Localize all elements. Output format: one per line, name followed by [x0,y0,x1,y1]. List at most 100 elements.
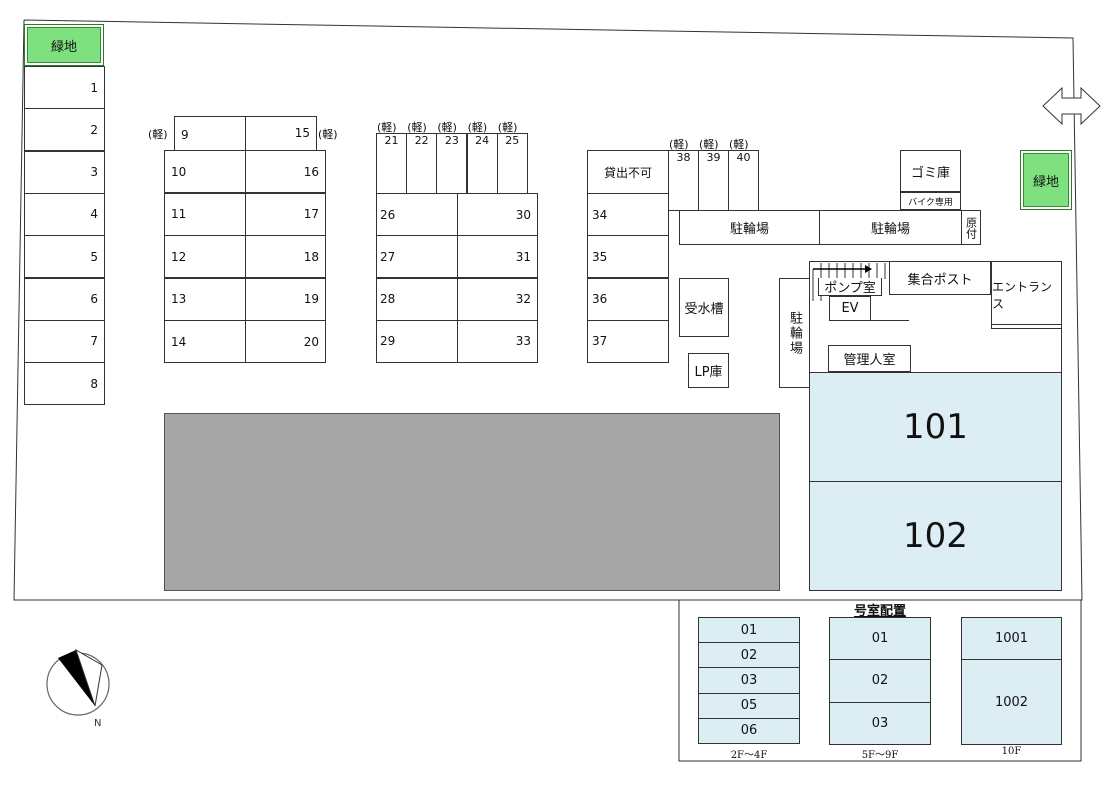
kei-label: (軽) [699,138,719,151]
space-number: 11 [171,207,187,221]
no-lending-space: 貸出不可 [587,150,669,194]
bicycle-parking-vertical: 駐輪場 [779,278,810,388]
legend-room-01: 01 [829,617,931,661]
bike-label: 駐輪場 [870,222,910,237]
space-number: 40 [736,151,751,164]
legend-room-03: 03 [698,667,800,694]
parking-space-33: 33 [457,319,538,363]
mailbox-label: 集合ポスト [907,272,973,288]
water-tank: 受水槽 [679,278,729,337]
room-number: 05 [740,698,758,714]
moped-parking: 原付 [961,210,981,245]
kei-label: (軽) [497,121,518,134]
room-number: 02 [871,673,889,689]
parking-space-10: 10 [164,150,246,193]
kei-label: (軽) [437,121,457,134]
parking-space-9: 9 [174,116,246,151]
room-number: 01 [740,622,758,638]
parking-space-37: 37 [587,319,669,363]
building-footprint [164,413,780,591]
elevator: EV [829,296,871,321]
space-number: 17 [303,207,319,221]
parking-space-39: 39 [698,150,729,211]
room-number: 03 [740,672,758,688]
space-number: 4 [90,207,98,222]
space-number: 29 [380,334,396,349]
parking-space-30: 30 [457,193,538,236]
space-number: 15 [294,126,310,140]
space-number: 22 [414,134,429,147]
parking-space-8: 8 [24,362,105,406]
space-number: 27 [380,249,396,264]
parking-space-1: 1 [24,66,105,109]
garbage-room: ゴミ庫 [900,150,961,192]
parking-space-18: 18 [245,235,326,278]
lp-label: LP庫 [694,365,723,380]
space-number: 28 [380,292,396,307]
parking-space-15: 15 [245,116,317,151]
legend-room-02: 02 [698,642,800,669]
room-number: 1001 [994,631,1029,646]
bicycle-parking-2: 駐輪場 [819,210,962,245]
space-number: 6 [90,292,98,306]
space-number: 34 [592,207,608,222]
parking-space-20: 20 [245,320,326,363]
bike-vertical-label: 駐輪場 [787,310,802,356]
parking-space-27: 27 [376,235,458,279]
space-number: 12 [171,249,187,264]
parking-space-16: 16 [245,150,326,193]
pump-room: ポンプ室 [818,278,882,296]
parking-space-32: 32 [457,277,538,321]
parking-space-34: 34 [587,193,669,236]
entrance: エントランス [991,261,1062,329]
kei-label: (軽) [318,128,338,141]
space-number: 18 [303,249,319,264]
green-area-right: 緑地 [1020,150,1072,210]
parking-space-40: 40 [728,150,759,211]
parking-space-5: 5 [24,235,105,279]
legend-room-01: 01 [698,617,800,644]
space-number: 39 [706,151,721,164]
space-number: 26 [380,207,396,222]
svg-text:N: N [94,718,101,729]
mailbox-area: 集合ポスト [889,261,991,295]
parking-space-6: 6 [24,277,105,321]
legend-room-02: 02 [829,659,931,703]
space-number: 13 [171,292,187,306]
moped-label: 原付 [964,216,978,239]
space-number: 2 [90,122,98,137]
parking-space-23: 23 [436,133,468,194]
green-area-left: 緑地 [24,24,104,66]
kei-label: (軽) [407,121,427,134]
legend-room-1001: 1001 [961,617,1062,660]
legend-room-1002: 1002 [961,659,1062,745]
space-number: 8 [90,376,98,391]
space-number: 3 [90,165,98,180]
space-number: 19 [303,292,319,306]
space-number: 33 [515,334,531,349]
bike-only-label: バイク専用 [908,197,953,208]
parking-space-28: 28 [376,277,458,321]
parking-space-22: 22 [406,133,438,194]
parking-space-13: 13 [164,277,246,321]
no-lending-label: 貸出不可 [603,165,652,180]
parking-space-4: 4 [24,192,105,236]
space-number: 36 [592,292,608,307]
space-number: 32 [515,292,531,307]
space-number: 20 [303,334,319,349]
kei-label: (軽) [729,138,749,151]
legend-room-03: 03 [829,701,931,745]
space-number: 14 [171,334,187,349]
ev-label: EV [841,301,859,316]
space-number: 10 [171,164,187,179]
stairs-icon [812,263,886,301]
floor-label: 5F～9F [861,750,899,761]
space-number: 9 [181,128,189,142]
pump-label: ポンプ室 [824,281,876,296]
garbage-label: ゴミ庫 [910,165,950,181]
green-label: 緑地 [50,39,77,55]
parking-space-35: 35 [587,235,669,279]
space-number: 7 [90,334,98,349]
room-102: 102 [809,481,1062,591]
space-number: 24 [475,134,490,147]
